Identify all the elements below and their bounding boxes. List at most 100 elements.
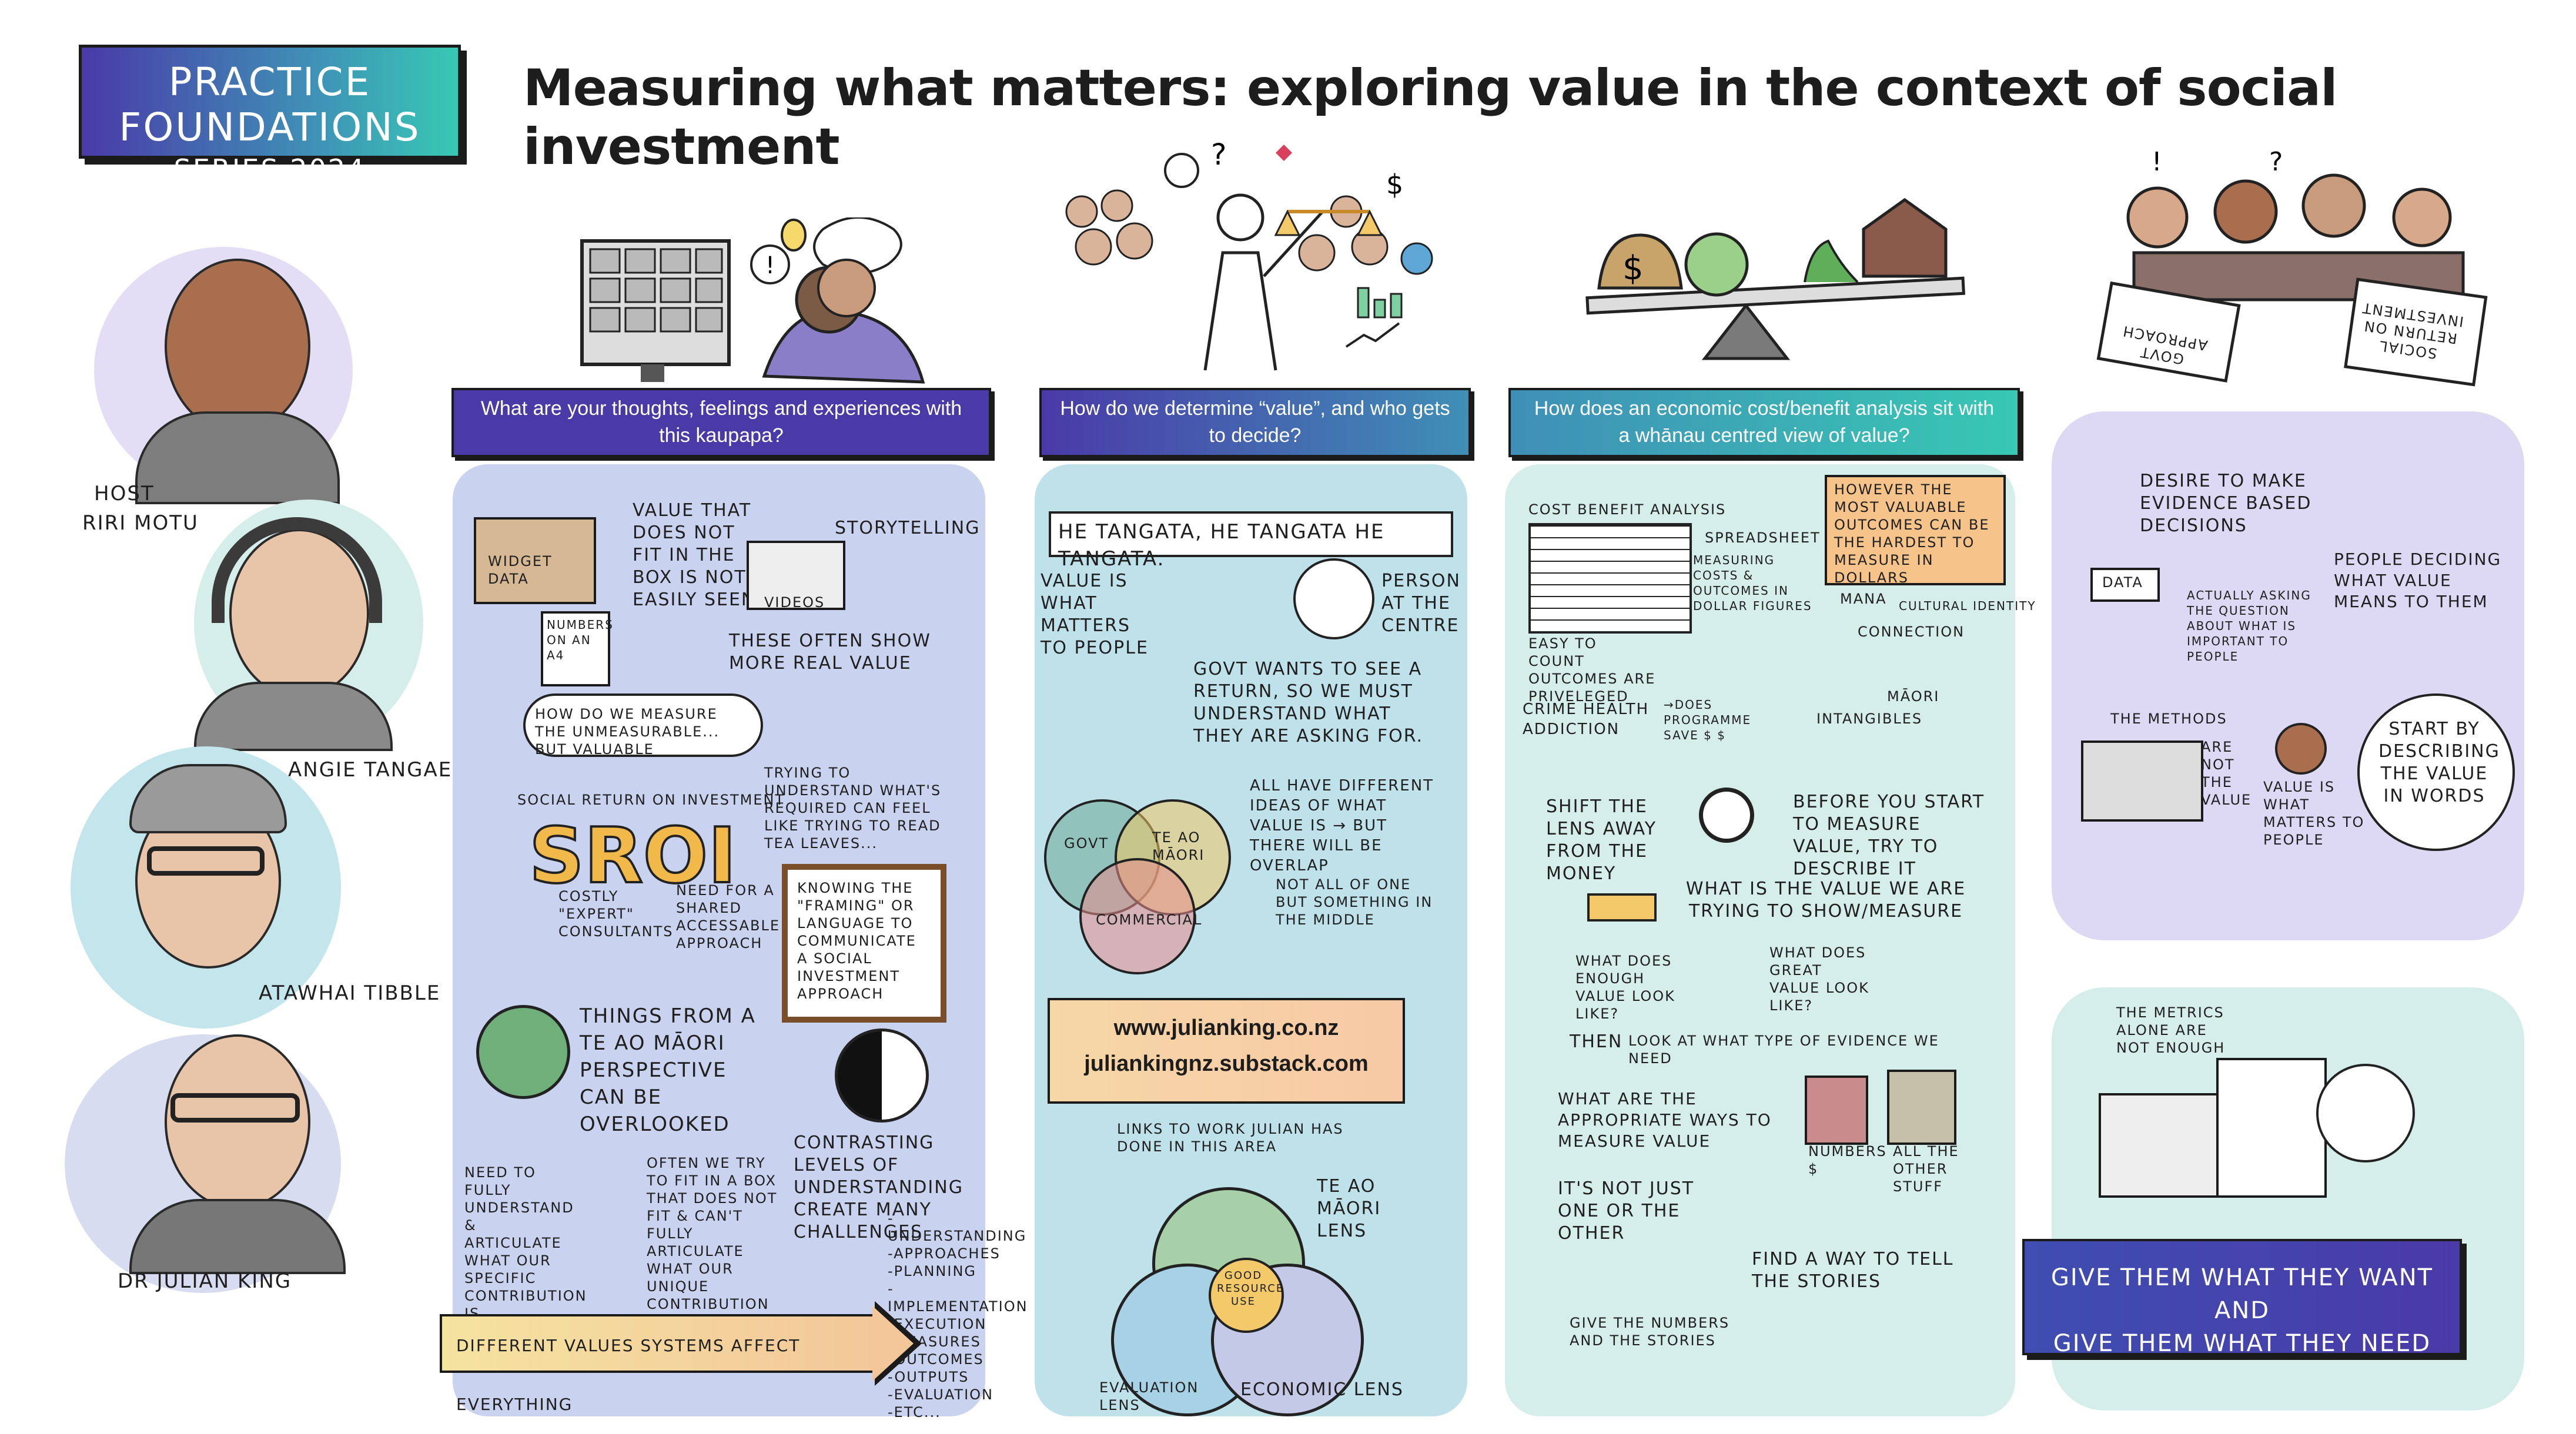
sroi-heading: SROI <box>528 810 738 902</box>
different-values-banner: DIFFERENT VALUES SYSTEMS AFFECT EVERYTHI… <box>440 1314 875 1414</box>
not-just-text: IT'S NOT JUST ONE OR THE OTHER <box>1558 1178 1695 1244</box>
seesaw-illustration: $ <box>1585 197 1966 360</box>
person-centre-text: PERSON AT THE CENTRE <box>1381 571 1461 636</box>
numbers-a4-label: NUMBERS ON AN A4 <box>547 618 614 662</box>
svg-text:?: ? <box>2269 147 2283 177</box>
svg-text:$: $ <box>1622 249 1644 287</box>
lines-text: LINKS TO WORK JULIAN HAS DONE IN THIS AR… <box>1117 1121 1344 1155</box>
widget-box <box>474 517 596 604</box>
need-fully-text: NEED TO FULLY UNDERSTAND & ARTICULATE WH… <box>464 1164 587 1322</box>
numbers-icon <box>1805 1076 1868 1145</box>
page-title: Measuring what matters: exploring value … <box>523 59 2338 176</box>
consultants-text: COSTLY "EXPERT" CONSULTANTS <box>558 888 674 940</box>
measure-cloud <box>523 693 763 757</box>
people-deciding-text: PEOPLE DECIDING WHAT VALUE MEANS TO THEM <box>2334 550 2502 611</box>
video-call-illustration: ! <box>580 217 925 384</box>
value-box-text: VALUE THAT DOES NOT FIT IN THE BOX IS NO… <box>633 500 756 610</box>
tangata-banner <box>1049 511 1453 557</box>
series-badge: PRACTICE FOUNDATIONS SERIES 2024 <box>79 45 461 185</box>
host-name: RIRI MOTU <box>82 511 199 535</box>
venn-govt-label: GOVT <box>1064 835 1109 852</box>
series-title: PRACTICE FOUNDATIONS <box>119 59 421 150</box>
magnifier-icon <box>1699 788 1754 843</box>
appropriate-text: WHAT ARE THE APPROPRIATE WAYS TO MEASURE… <box>1558 1089 1772 1151</box>
metrics-clipboard <box>2216 1058 2327 1198</box>
before-text: BEFORE YOU START TO MEASURE VALUE, TRY T… <box>1793 792 1985 879</box>
glasses-icon <box>170 1093 300 1123</box>
framing-text: KNOWING THE "FRAMING" OR LANGUAGE TO COM… <box>797 880 916 1002</box>
start-by-bubble <box>2357 693 2515 851</box>
te-ao-text: THINGS FROM A TE AO MĀORI PERSPECTIVE CA… <box>580 1004 756 1136</box>
sroi-label: SOCIAL RETURN ON INVESTMENT <box>517 792 785 808</box>
econ-lens-label: ECONOMIC LENS <box>1240 1379 1404 1400</box>
svg-text:?: ? <box>1211 138 1227 172</box>
people-signs-illustration: ! ? <box>2096 147 2488 387</box>
svg-text:!: ! <box>765 252 775 279</box>
panel-evidence <box>2052 411 2524 940</box>
value-is-text-4: VALUE IS WHAT MATTERS TO PEOPLE <box>2263 779 2365 848</box>
teao-lens-label: TE AO MĀORI LENS <box>1317 1176 1381 1241</box>
intangibles-label: INTANGIBLES <box>1816 711 1923 727</box>
glasses-icon <box>147 846 265 876</box>
metrics-text: THE METRICS ALONE ARE NOT ENOUGH <box>2116 1004 2226 1056</box>
often-fit-text: OFTEN WE TRY TO FIT IN A BOX THAT DOES N… <box>647 1155 778 1330</box>
scales-person-illustration: ? $ <box>1065 138 1433 371</box>
banner-line2: GIVE THEM WHAT THEY NEED <box>2053 1330 2431 1357</box>
cultural-label: CULTURAL IDENTITY <box>1899 599 2036 613</box>
however-text: HOWEVER THE MOST VALUABLE OUTCOMES CAN B… <box>1834 481 1990 586</box>
avatar-host-body <box>135 411 340 504</box>
a4-sheet <box>541 611 610 686</box>
easy-text: EASY TO COUNT OUTCOMES ARE PRIVELEGED <box>1528 635 1656 705</box>
banner-line1: GIVE THEM WHAT THEY WANT AND <box>2050 1264 2434 1324</box>
question-3-header: How does an economic cost/benefit analys… <box>1508 388 2020 457</box>
cap-icon <box>129 764 287 833</box>
data-label: DATA <box>2102 574 2143 591</box>
good-use-label: GOOD RESOURCE USE <box>1217 1269 1284 1308</box>
contrasting-text: CONTRASTING LEVELS OF UNDERSTANDING CREA… <box>794 1133 964 1242</box>
person-centre-icon <box>1293 558 1374 639</box>
series-year: SERIES 2024 <box>173 153 366 185</box>
avatar-angie-body <box>194 682 393 751</box>
give-numbers-text: GIVE THE NUMBERS AND THE STORIES <box>1570 1315 1730 1349</box>
numbers-label: NUMBERS $ <box>1808 1143 1887 1177</box>
other-stuff-icon <box>1887 1070 1956 1145</box>
other-label: ALL THE OTHER STUFF <box>1893 1143 1959 1195</box>
tangata-text: HE TANGATA, HE TANGATA HE TANGATA. <box>1058 520 1385 571</box>
measuring-text: MEASURING COSTS & OUTCOMES IN DOLLAR FIG… <box>1693 553 1812 613</box>
avatar-julian-body <box>129 1199 346 1274</box>
link-julianking[interactable]: www.julianking.co.nz <box>1113 1016 1339 1040</box>
eval-lens-label: EVALUATION LENS <box>1099 1379 1199 1413</box>
however-box <box>1825 475 2006 585</box>
videos-label: VIDEOS <box>764 594 825 611</box>
good-resource-centre <box>1209 1258 1284 1333</box>
spreadsheet-label: SPREADSHEET <box>1705 530 1821 546</box>
question-1-header: What are your thoughts, feelings and exp… <box>451 388 991 457</box>
contrast-icon <box>835 1028 929 1123</box>
heart-bubble-icon <box>2316 1064 2415 1162</box>
shared-approach-text: NEED FOR A SHARED ACCESSABLE APPROACH <box>676 882 781 951</box>
widget-data-label: WIDGET DATA <box>488 553 553 587</box>
svg-text:$: $ <box>1386 169 1403 200</box>
storytelling-label: STORYTELLING <box>835 518 981 538</box>
maori-label: MĀORI <box>1887 688 1940 705</box>
host-role: HOST <box>94 482 155 505</box>
data-label-box <box>2090 568 2160 602</box>
give-them-banner: GIVE THEM WHAT THEY WANT AND GIVE THEM W… <box>2022 1239 2462 1357</box>
question-2-header: How do we determine “value”, and who get… <box>1039 388 1471 457</box>
connection-label: CONNECTION <box>1858 624 1965 640</box>
tea-leaves-text: TRYING TO UNDERSTAND WHAT'S REQUIRED CAN… <box>764 765 942 852</box>
speaker-angie-name: ANGIE TANGAERE <box>288 758 481 782</box>
links-box: www.julianking.co.nz juliankingnz.substa… <box>1048 998 1405 1104</box>
cba-label: COST BENEFIT ANALYSIS <box>1528 501 1727 518</box>
all-have-text: ALL HAVE DIFFERENT IDEAS OF WHAT VALUE I… <box>1250 777 1434 875</box>
shift-text: SHIFT THE LENS AWAY FROM THE MONEY <box>1546 796 1657 884</box>
programme-text: →DOES PROGRAMME SAVE $ $ <box>1664 698 1752 742</box>
svg-text:!: ! <box>2152 147 2162 177</box>
crime-text: CRIME HEALTH ADDICTION <box>1523 701 1650 738</box>
not-all-text: NOT ALL OF ONE BUT SOMETHING IN THE MIDD… <box>1276 876 1433 928</box>
link-substack[interactable]: juliankingnz.substack.com <box>1084 1051 1369 1076</box>
venn-commercial <box>1079 858 1196 974</box>
venn-comm-label: COMMERCIAL <box>1096 912 1203 928</box>
look-text: LOOK AT WHAT TYPE OF EVIDENCE WE NEED <box>1628 1033 1939 1067</box>
real-value-text: THESE OFTEN SHOW MORE REAL VALUE <box>729 631 931 674</box>
